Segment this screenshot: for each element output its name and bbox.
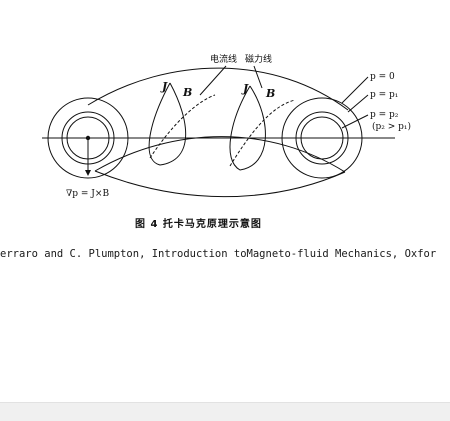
tokamak-diagram: 电流线 磁力线 J B J B p = 0 p = p₁ p = p₂ (p₂ …	[42, 53, 411, 230]
label-magnetic-line: 磁力线	[245, 53, 272, 65]
label-J-right: J	[241, 82, 249, 95]
center-dot	[85, 135, 91, 141]
label-gradient: ∇p = J×B	[66, 189, 109, 199]
right-cross-section-mid	[295, 111, 349, 165]
torus-bottom-edge	[94, 170, 346, 198]
label-current-line: 电流线	[210, 53, 237, 65]
magnetic-line-left	[149, 94, 216, 159]
label-p1: p = p₁	[370, 90, 398, 100]
current-line-right	[229, 85, 266, 171]
right-cross-section-inner	[300, 116, 344, 160]
label-p2-condition: (p₂ > p₁)	[372, 121, 411, 132]
figure-caption: 图 4 托卡马克原理示意图	[135, 217, 262, 230]
reference-text: erraro and C. Plumpton, Introduction toM…	[0, 248, 437, 260]
right-cross-section-outer	[281, 97, 363, 179]
leader-p1	[347, 94, 369, 113]
gradient-arrow-head	[85, 170, 91, 176]
magnetic-line-right	[229, 99, 296, 167]
label-p0: p = 0	[370, 72, 395, 82]
left-cross-section-outer	[47, 97, 129, 179]
leader-p0	[341, 76, 369, 104]
label-B-right: B	[265, 87, 275, 100]
leader-p2	[341, 114, 369, 129]
label-p2: p = p₂	[370, 110, 399, 120]
bottom-strip	[0, 402, 450, 421]
label-J-left: J	[160, 80, 168, 93]
current-line-left	[148, 82, 187, 166]
label-B-left: B	[182, 86, 192, 99]
leader-current	[199, 65, 227, 96]
torus-inner-edge	[94, 136, 346, 173]
torus-outer-edge	[87, 67, 349, 111]
leader-magnetic	[253, 65, 263, 89]
